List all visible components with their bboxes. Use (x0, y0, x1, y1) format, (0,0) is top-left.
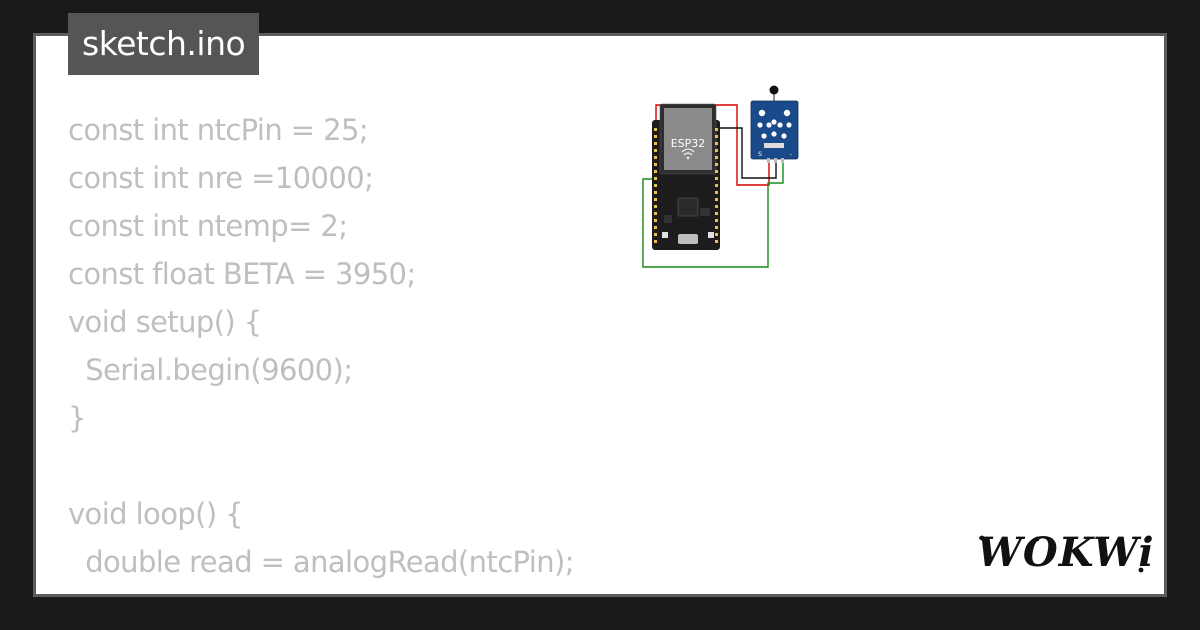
code-line: const int ntemp= 2; (68, 209, 348, 243)
wokwi-logo: WOKWi (977, 529, 1155, 576)
pin-label-signal: S (758, 151, 762, 158)
code-line: } (68, 401, 86, 435)
code-line: const int nre =10000; (68, 161, 374, 195)
board-label: ESP32 (671, 137, 706, 150)
preview-card: const int ntcPin = 25; const int nre =100… (33, 33, 1167, 597)
code-line (68, 442, 681, 490)
filename-tab: sketch.ino (68, 13, 260, 75)
thermistor (769, 85, 779, 95)
code-preview: const int ntcPin = 25; const int nre =100… (68, 106, 681, 594)
code-line: Serial.begin(9600); (68, 353, 353, 387)
ntc-sensor-module: S - (750, 85, 799, 163)
code-line: double resistance = read / (4095.0 - rea… (68, 586, 681, 594)
code-line: double read = analogRead(ntcPin); (68, 545, 574, 579)
wire-green (642, 162, 784, 268)
code-line: void setup() { (68, 305, 262, 339)
wire-black (716, 127, 777, 179)
circuit-diagram: ESP32 S (642, 85, 799, 268)
code-line: const float BETA = 3950; (68, 257, 416, 291)
code-line: void loop() { (68, 497, 244, 531)
pin-label-ground: - (790, 151, 792, 158)
logo-text: WOKWi (977, 529, 1155, 576)
code-line: const int ntcPin = 25; (68, 113, 369, 147)
esp32-board: ESP32 (652, 103, 720, 250)
